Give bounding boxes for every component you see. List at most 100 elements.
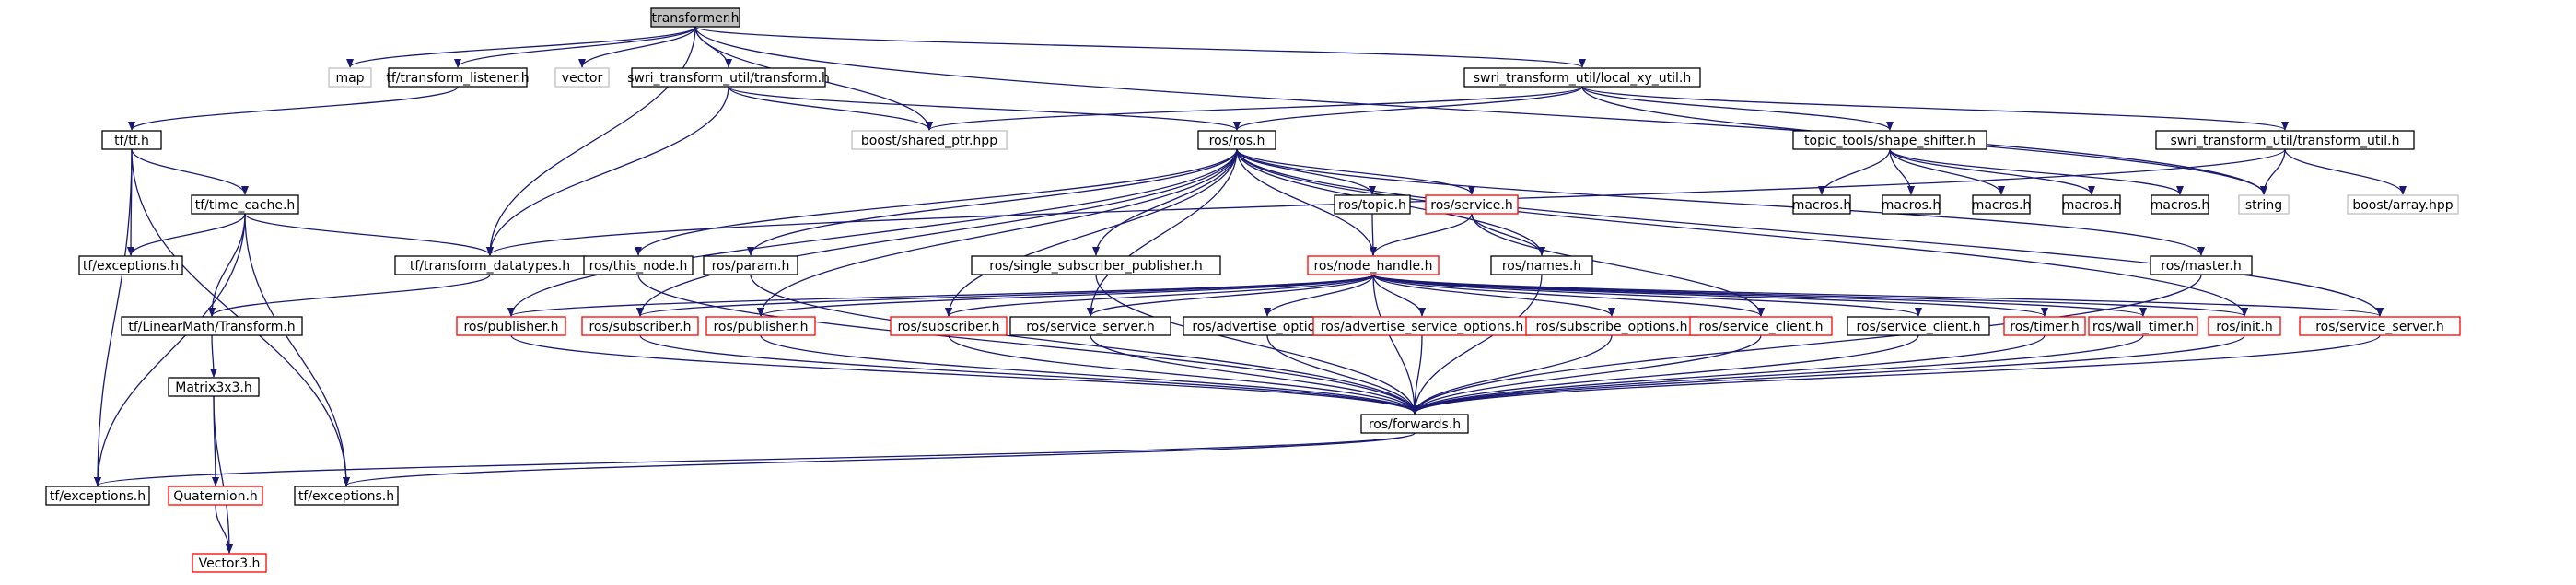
node-ros-master[interactable]: ros/master.h: [2150, 255, 2253, 275]
node-ros-this-node[interactable]: ros/this_node.h: [583, 255, 694, 275]
node-transformer[interactable]: transformer.h: [650, 7, 740, 28]
node-label: swri_transform_util/local_xy_util.h: [1474, 71, 1692, 86]
node-map[interactable]: map: [328, 67, 372, 88]
node-tf-linearmath[interactable]: tf/LinearMath/Transform.h: [121, 316, 303, 336]
node-tf-listener[interactable]: tf/transform_listener.h: [386, 67, 530, 88]
node-macros2[interactable]: macros.h: [1882, 194, 1941, 215]
node-ros-forwards[interactable]: ros/forwards.h: [1360, 414, 1469, 434]
node-box: [2003, 316, 2086, 336]
node-ros-param[interactable]: ros/param.h: [703, 255, 798, 275]
node-ros-publisher-a[interactable]: ros/publisher.h: [456, 316, 566, 336]
node-macros4[interactable]: macros.h: [2062, 194, 2122, 215]
node-matrix3x3[interactable]: Matrix3x3.h: [168, 377, 260, 397]
node-label: swri_transform_util/transform.h: [627, 71, 830, 86]
node-box: [328, 67, 372, 88]
node-box: [581, 316, 699, 336]
node-ros-service-server-a[interactable]: ros/service_server.h: [1009, 316, 1171, 336]
node-label: string: [2245, 198, 2282, 213]
node-ros-service[interactable]: ros/service.h: [1425, 194, 1519, 215]
edge-shape_shifter-to-macros3: [1889, 148, 2005, 195]
node-box: [2347, 194, 2459, 215]
node-shape-shifter[interactable]: topic_tools/shape_shifter.h: [1792, 130, 1987, 150]
node-ros-service-server-b[interactable]: ros/service_server.h: [2299, 316, 2461, 336]
node-tf-exceptions-b[interactable]: tf/exceptions.h: [45, 486, 150, 506]
node-macros3[interactable]: macros.h: [1972, 194, 2032, 215]
node-label: Vector3.h: [199, 556, 261, 571]
edge-ros_ros-to-ros_this_node: [635, 148, 1238, 256]
node-swri-transform[interactable]: swri_transform_util/transform.h: [627, 67, 830, 88]
edge-ros_ros-to-ros_init: [1236, 148, 2248, 317]
node-label: boost/shared_ptr.hpp: [861, 134, 997, 148]
node-macros5[interactable]: macros.h: [2151, 194, 2210, 215]
node-tf-exceptions-a[interactable]: tf/exceptions.h: [78, 255, 183, 275]
node-box: [851, 130, 1008, 150]
node-ros-adv-service-options[interactable]: ros/advertise_service_options.h: [1312, 316, 1532, 336]
node-string[interactable]: string: [2238, 194, 2290, 215]
node-label: tf/transform_datatypes.h: [410, 259, 570, 274]
node-tf-tf[interactable]: tf/tf.h: [101, 130, 162, 150]
node-ros-service-client-b[interactable]: ros/service_client.h: [1847, 316, 1990, 336]
edge-swri_local_xy-to-swri_transform_util: [1581, 86, 2289, 131]
node-macros1[interactable]: macros.h: [1792, 194, 1852, 215]
node-label: tf/tf.h: [114, 134, 149, 148]
edge-ros_wall_timer-to-ros_forwards: [1411, 334, 2144, 415]
node-label: ros/advertise_options.h: [1192, 320, 1342, 334]
node-box: [168, 377, 260, 397]
node-box: [1882, 194, 1941, 215]
node-ros-wall-timer[interactable]: ros/wall_timer.h: [2088, 316, 2198, 336]
edge-transformer-to-map: [346, 26, 696, 68]
node-tf-transform-datatypes[interactable]: tf/transform_datatypes.h: [394, 255, 586, 275]
edge-ros_node_handle-to-ros_adv_service_options: [1372, 274, 1426, 317]
edge-shape_shifter-to-macros1: [1818, 148, 1891, 195]
node-label: ros/topic.h: [1338, 198, 1406, 213]
node-box: [1307, 255, 1440, 275]
edge-ros_node_handle-to-ros_service_client_a: [1372, 274, 1765, 317]
node-label: macros.h: [2151, 198, 2210, 213]
edge-swri_transform-to-ros_ros: [728, 86, 1241, 131]
node-ros-names[interactable]: ros/names.h: [1490, 255, 1593, 275]
node-vector3[interactable]: Vector3.h: [192, 553, 267, 573]
node-box: [2150, 255, 2253, 275]
edge-tf_listener-to-tf_tf: [128, 86, 459, 131]
node-swri-local-xy[interactable]: swri_transform_util/local_xy_util.h: [1463, 67, 1701, 88]
node-ros-subscriber-b[interactable]: ros/subscriber.h: [890, 316, 1008, 336]
node-box: [1360, 414, 1469, 434]
node-ros-timer[interactable]: ros/timer.h: [2003, 316, 2086, 336]
node-vector[interactable]: vector: [554, 67, 610, 88]
node-ros-single-sub-pub[interactable]: ros/single_subscriber_publisher.h: [971, 255, 1221, 275]
node-ros-node-handle[interactable]: ros/node_handle.h: [1307, 255, 1440, 275]
node-ros-topic[interactable]: ros/topic.h: [1334, 194, 1411, 215]
node-box: [2299, 316, 2461, 336]
node-tf-exceptions-c[interactable]: tf/exceptions.h: [294, 486, 399, 506]
edge-ros_node_handle-to-ros_timer: [1372, 274, 2048, 317]
node-ros-publisher-b[interactable]: ros/publisher.h: [705, 316, 816, 336]
edge-tf_tf-to-tf_time_cache: [131, 148, 249, 195]
node-tf-time-cache[interactable]: tf/time_cache.h: [191, 194, 299, 215]
node-box: [2062, 194, 2121, 215]
edge-tf_transform_datatypes-to-tf_linearmath: [208, 274, 491, 317]
edge-ros_ros-to-ros_param: [747, 148, 1238, 256]
node-box: [583, 255, 694, 275]
node-boost-shared[interactable]: boost/shared_ptr.hpp: [851, 130, 1008, 150]
node-ros-subscriber-a[interactable]: ros/subscriber.h: [581, 316, 699, 336]
node-boost-array[interactable]: boost/array.hpp: [2347, 194, 2459, 215]
node-ros-ros[interactable]: ros/ros.h: [1197, 130, 1276, 150]
edge-ros_ros-to-ros_service_server_b: [1236, 148, 2384, 317]
edge-ros_forwards-to-tf_exceptions_b: [94, 432, 1416, 486]
node-swri-transform-util[interactable]: swri_transform_util/transform_util.h: [2155, 130, 2415, 150]
edge-ros_service-to-ros_node_handle: [1370, 213, 1473, 256]
edge-ros_service_client_a-to-ros_forwards: [1411, 334, 1762, 415]
edge-matrix3x3-to-vector3: [213, 395, 233, 554]
node-quaternion[interactable]: Quaternion.h: [168, 486, 263, 506]
node-box: [890, 316, 1008, 336]
node-ros-subscribe-options[interactable]: ros/subscribe_options.h: [1525, 316, 1698, 336]
node-ros-advertise-options[interactable]: ros/advertise_options.h: [1183, 316, 1352, 336]
edge-ros_this_node-to-ros_forwards: [637, 274, 1418, 415]
edge-ros_service_server_a-to-ros_forwards: [1090, 334, 1418, 415]
edge-ros_init-to-ros_forwards: [1411, 334, 2245, 415]
edge-ros_publisher_b-to-ros_forwards: [760, 334, 1418, 415]
node-ros-service-client-a[interactable]: ros/service_client.h: [1689, 316, 1833, 336]
node-ros-init[interactable]: ros/init.h: [2208, 316, 2281, 336]
edge-ros_node_handle-to-ros_init: [1372, 274, 2248, 317]
node-box: [78, 255, 183, 275]
